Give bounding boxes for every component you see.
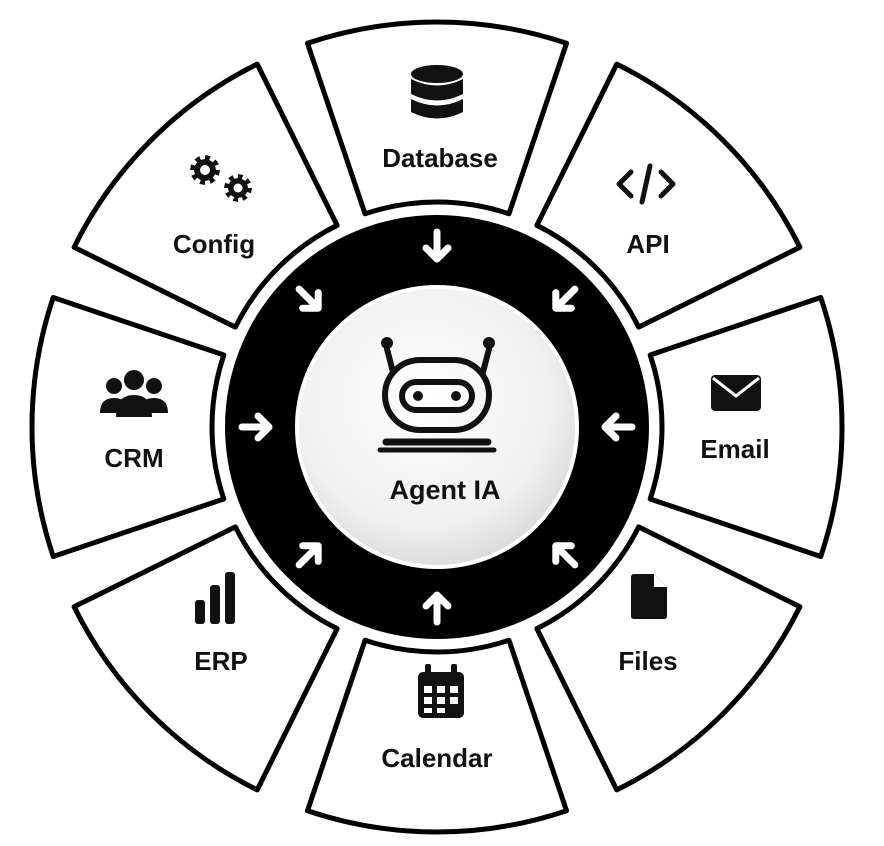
segment-label-email: Email — [700, 434, 769, 464]
center-label: Agent IA — [390, 475, 501, 505]
arrow-icon — [422, 228, 452, 263]
arrow-icon — [601, 412, 636, 442]
segment-label-files: Files — [618, 646, 677, 676]
envelope-icon — [711, 375, 761, 411]
segment-config — [71, 61, 340, 330]
segment-api — [534, 61, 803, 330]
arrow-icon — [238, 412, 273, 442]
segment-label-crm: CRM — [104, 443, 163, 473]
database-icon — [411, 65, 463, 119]
arrow-icon — [552, 285, 579, 312]
center-hub: Agent IA — [295, 285, 579, 569]
gears-icon — [190, 155, 252, 202]
segment-erp — [71, 524, 340, 793]
arrow-icon — [552, 542, 579, 569]
arrow-icon — [295, 285, 322, 312]
bar-chart-icon — [195, 572, 235, 624]
users-icon — [100, 370, 168, 417]
calendar-icon — [418, 664, 464, 718]
segment-label-config: Config — [173, 229, 255, 259]
segment-crm — [29, 294, 227, 560]
robot-icon — [377, 337, 497, 453]
segment-label-database: Database — [382, 143, 498, 173]
segment-label-calendar: Calendar — [381, 743, 492, 773]
segment-label-erp: ERP — [194, 646, 247, 676]
arrow-icon — [295, 542, 322, 569]
code-icon — [616, 163, 676, 205]
arrow-icon — [422, 591, 452, 626]
segment-files — [534, 524, 803, 793]
segment-calendar — [304, 637, 570, 835]
segment-email — [647, 294, 845, 560]
segment-label-api: API — [626, 229, 669, 259]
arrows-group — [238, 228, 636, 626]
file-icon — [631, 574, 667, 619]
